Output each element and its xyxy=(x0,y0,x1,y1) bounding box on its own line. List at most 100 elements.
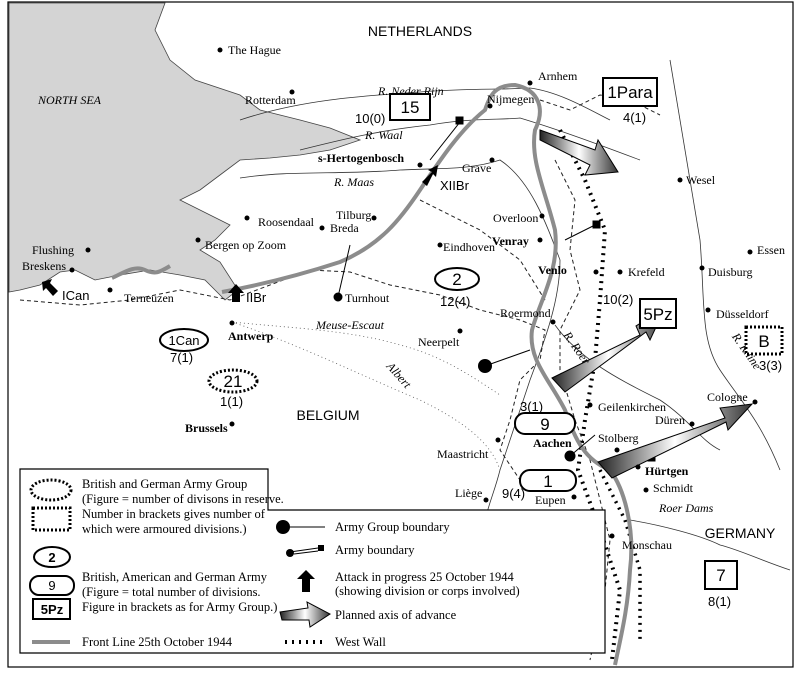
town-flushing: Flushing xyxy=(32,243,74,257)
formation-count: 10(2) xyxy=(603,292,633,307)
formation-label: 21 xyxy=(224,372,243,391)
legend-rounded-symbol xyxy=(29,575,75,596)
town-neerpelt: Neerpelt xyxy=(418,335,460,349)
formation-label: 9 xyxy=(540,415,549,434)
formation-9: 9 3(1) xyxy=(514,399,576,435)
town-terneuzen: Terneuzen xyxy=(124,291,174,305)
formation-label: 5Pz xyxy=(643,305,672,324)
town-overloon: Overloon xyxy=(493,211,538,225)
formation-count: 3(3) xyxy=(759,358,782,373)
formation-label: 7 xyxy=(716,566,725,585)
label-north-sea: NORTH SEA xyxy=(37,93,102,107)
town-grave: Grave xyxy=(462,161,491,175)
town-brussels: Brussels xyxy=(185,421,228,435)
planned-axis-arrows xyxy=(539,129,754,479)
town-the-hague: The Hague xyxy=(228,43,281,57)
attack-iibr-label: IIBr xyxy=(246,290,267,305)
town-cologne: Cologne xyxy=(707,390,748,404)
attack-labels: XIIBr IIBr ICan xyxy=(62,178,470,305)
legend-text: Front Line 25th October 1944 xyxy=(82,635,233,649)
town-schmidt: Schmidt xyxy=(653,481,694,495)
town-duisburg: Duisburg xyxy=(708,265,752,279)
legend-text: Figure in brackets as for Army Group.) xyxy=(82,600,277,614)
town-essen: Essen xyxy=(757,243,785,257)
legend-text: British, American and German Army xyxy=(82,570,268,584)
attack-arrows xyxy=(42,165,438,302)
label-belgium: BELGIUM xyxy=(296,407,359,423)
legend-symbol-label: 2 xyxy=(48,550,55,565)
legend-text: (Figure = total number of divisions. xyxy=(82,585,261,599)
army-boundaries xyxy=(333,116,656,471)
formation-count: 9(4) xyxy=(502,486,525,501)
river-waal: R. Waal xyxy=(364,128,403,142)
legend-text: (Figure = number of divisons in reserve. xyxy=(82,492,284,506)
formation-label: 1 xyxy=(543,472,552,491)
town-eindhoven: Eindhoven xyxy=(443,240,495,254)
formation-label: B xyxy=(758,332,769,351)
town-venlo: Venlo xyxy=(538,263,567,277)
legend-symbol-label: 9 xyxy=(48,578,55,593)
town-aachen: Aachen xyxy=(533,436,572,450)
formation-2: 2 12(4) xyxy=(434,267,480,309)
formation-1para: 1Para 4(1) xyxy=(602,77,658,125)
legend-text: (showing division or corps involved) xyxy=(335,584,520,598)
label-germany: GERMANY xyxy=(705,525,776,541)
legend-text: British and German Army Group xyxy=(82,477,247,491)
army-group-boundary xyxy=(478,349,531,373)
formation-count: 1(1) xyxy=(220,394,243,409)
town-antwerp: Antwerp xyxy=(228,329,274,343)
formation-label: 15 xyxy=(401,98,420,117)
legend-text: West Wall xyxy=(335,635,386,649)
formation-5pz: 5Pz 10(2) xyxy=(603,292,677,329)
town-venray: Venray xyxy=(492,234,529,248)
town-monschau: Monschau xyxy=(622,538,672,552)
legend-text: Army Group boundary xyxy=(335,520,450,534)
formation-15: 15 10(0) xyxy=(355,93,431,126)
town-markers xyxy=(69,47,758,539)
attack-iibr-arrow xyxy=(228,284,244,302)
label-netherlands: NETHERLANDS xyxy=(368,23,472,39)
formation-label: 2 xyxy=(452,270,461,289)
formation-count: 8(1) xyxy=(708,594,731,609)
town-roermond: Roermond xyxy=(500,306,551,320)
town-breskens: Breskens xyxy=(22,259,66,273)
town-wesel: Wesel xyxy=(686,173,716,187)
front-line xyxy=(111,82,634,666)
attack-xiibr-arrow xyxy=(422,165,438,186)
town-liege: Liège xyxy=(455,486,482,500)
formation-21: 21 1(1) xyxy=(207,368,259,409)
town-rotterdam: Rotterdam xyxy=(245,93,296,107)
legend-text: which were armoured divisions.) xyxy=(82,522,247,536)
river-meuse-escaut: Meuse-Escaut xyxy=(315,318,385,332)
legend-army-group-ellipse-symbol xyxy=(29,478,73,502)
legend-text: Planned axis of advance xyxy=(335,608,457,622)
town-bergen-op-zoom: Bergen op Zoom xyxy=(205,238,287,252)
town-arnhem: Arnhem xyxy=(538,69,578,83)
town-hurtgen: Hürtgen xyxy=(645,464,689,478)
river-roer-dams: Roer Dams xyxy=(658,501,714,515)
formation-count: 12(4) xyxy=(440,294,470,309)
formation-b: B 3(3) xyxy=(744,325,784,373)
legend-army-boundary-symbol xyxy=(286,549,294,557)
formation-label: 1Can xyxy=(168,333,199,348)
town-nijmegen: Nijmegen xyxy=(487,92,534,106)
town-dusseldorf: Düsseldorf xyxy=(716,307,769,321)
town-geilenkirchen: Geilenkirchen xyxy=(598,400,666,414)
formation-label: 1Para xyxy=(607,83,653,102)
legend-planned-axis-arrow-icon xyxy=(279,601,331,628)
formation-7: 7 8(1) xyxy=(704,560,738,609)
town-krefeld: Krefeld xyxy=(628,265,665,279)
town-maastricht: Maastricht xyxy=(437,447,489,461)
legend-text: Attack in progress 25 October 1944 xyxy=(335,570,515,584)
attack-ican-label: ICan xyxy=(62,288,89,303)
attack-ican-arrow xyxy=(42,279,58,296)
formation-1: 1 9(4) xyxy=(502,469,577,501)
legend: British and German Army Group (Figure = … xyxy=(19,468,606,654)
town-tilburg: Tilburg xyxy=(336,208,371,222)
legend-symbol-label: 5Pz xyxy=(41,602,64,617)
legend-box-symbol xyxy=(32,598,71,620)
formation-count: 7(1) xyxy=(170,350,193,365)
river-maas: R. Maas xyxy=(333,175,374,189)
attack-xiibr-label: XIIBr xyxy=(440,178,470,193)
